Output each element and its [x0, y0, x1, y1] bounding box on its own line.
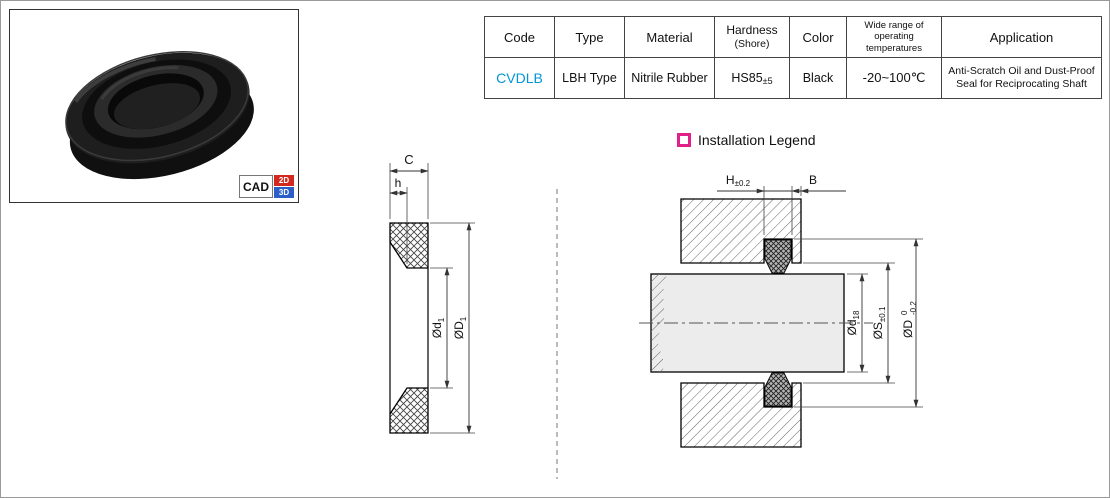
- seal-outer-dia-main: ØD: [452, 321, 466, 339]
- groove-width-main: H: [726, 173, 735, 187]
- bore-dia-main: ØD: [901, 320, 915, 338]
- col-header-color-label: Color: [802, 29, 834, 45]
- col-header-type: Type: [554, 16, 625, 58]
- spec-table: Code Type Material Hardness (Shore) Colo…: [484, 16, 1102, 99]
- dim-label-seal-inner-diameter: Ød1: [430, 317, 446, 338]
- dim-label-sleeve-diameter: ØS±0.1: [871, 306, 887, 339]
- cad-2d-badge[interactable]: 2D: [274, 175, 294, 186]
- cell-temperature: -20~100℃: [846, 57, 942, 99]
- seal-extension-lines: [389, 163, 475, 434]
- cad-label[interactable]: CAD: [239, 175, 273, 198]
- seal-inner-dia-sub: 1: [437, 317, 446, 322]
- seal-section-bottom: [389, 387, 429, 434]
- col-header-material-label: Material: [646, 29, 693, 45]
- seal-outer-dia-sub: 1: [459, 316, 468, 321]
- install-extension-lines: [763, 186, 923, 408]
- cell-hardness: HS85±5: [714, 57, 790, 99]
- temp-header-line1: Wide range of: [864, 19, 924, 31]
- seal-dimension-lines: [389, 168, 472, 434]
- dim-label-face-offset: B: [809, 173, 817, 187]
- color-value: Black: [802, 71, 834, 85]
- dim-label-groove-width: H±0.2: [726, 173, 751, 188]
- col-header-material: Material: [624, 16, 715, 58]
- col-header-application-label: Application: [989, 29, 1054, 45]
- cad-badge-column: 2D 3D: [274, 175, 294, 198]
- seal-photo: [65, 51, 254, 180]
- type-value: LBH Type: [562, 71, 617, 85]
- groove-width-tolerance: ±0.2: [735, 179, 751, 188]
- installation-legend: Installation Legend: [677, 132, 816, 148]
- col-header-color: Color: [789, 16, 847, 58]
- cad-3d-badge[interactable]: 3D: [274, 187, 294, 198]
- housing-bottom: [680, 382, 802, 448]
- legend-title: Installation Legend: [698, 132, 816, 148]
- bore-dia-tol-upper: 0: [900, 310, 909, 315]
- col-header-code: Code: [484, 16, 555, 58]
- shaft-dia-sub: 18: [852, 310, 861, 319]
- hardness-value: HS85: [731, 70, 763, 85]
- spec-table-header-row: Code Type Material Hardness (Shore) Colo…: [484, 16, 1102, 58]
- col-header-code-label: Code: [503, 29, 536, 45]
- cad-links[interactable]: CAD 2D 3D: [239, 175, 294, 198]
- seal-inner-dia-main: Ød: [430, 322, 444, 338]
- col-header-temperature: Wide range of operating temperatures: [846, 16, 942, 58]
- cell-material: Nitrile Rubber: [624, 57, 715, 99]
- dim-label-seal-outer-diameter: ØD1: [452, 316, 468, 339]
- col-header-application: Application: [941, 16, 1102, 58]
- col-header-type-label: Type: [575, 29, 604, 45]
- shaft: [650, 273, 845, 373]
- sleeve-dia-tolerance: ±0.1: [878, 306, 887, 322]
- bore-dia-tol-lower: -0.2: [909, 301, 918, 315]
- hardness-header-line1: Hardness: [726, 23, 778, 38]
- installation-drawing: H±0.2 B Ød18 ØS±0.1 ØD 0 -0.2: [639, 173, 923, 448]
- temperature-value: -20~100℃: [862, 70, 926, 85]
- dim-label-seal-lip-height: h: [395, 176, 402, 190]
- hardness-header-line2: (Shore): [734, 37, 770, 50]
- col-header-hardness: Hardness (Shore): [714, 16, 790, 58]
- dim-label-shaft-diameter: Ød18: [845, 310, 861, 335]
- application-line1: Anti-Scratch Oil and Dust-Proof: [948, 64, 1095, 77]
- spec-table-data-row: CVDLB LBH Type Nitrile Rubber HS85±5 Bla…: [484, 57, 1102, 99]
- material-value: Nitrile Rubber: [631, 71, 708, 85]
- installed-seal-sections: [764, 239, 792, 407]
- seal-cross-section-drawing: C h Ød1 ØD1: [389, 152, 475, 434]
- hardness-tolerance: ±5: [762, 75, 773, 86]
- cell-type: LBH Type: [554, 57, 625, 99]
- cell-code: CVDLB: [484, 57, 555, 99]
- shaft-break-shading: [651, 274, 667, 372]
- cell-color: Black: [789, 57, 847, 99]
- application-line2: Seal for Reciprocating Shaft: [956, 78, 1087, 90]
- code-value: CVDLB: [496, 70, 543, 86]
- legend-marker-icon: [677, 133, 691, 147]
- sleeve-dia-main: ØS: [871, 322, 885, 339]
- cell-application: Anti-Scratch Oil and Dust-Proof Seal for…: [941, 57, 1102, 99]
- temp-header-line2: operating temperatures: [866, 31, 922, 54]
- dim-label-seal-width: C: [404, 152, 413, 167]
- housing-top: [680, 198, 802, 264]
- dim-label-bore-diameter: ØD 0 -0.2: [900, 301, 918, 338]
- shaft-dia-main: Ød: [845, 319, 859, 335]
- product-photo-box: CAD 2D 3D: [9, 9, 299, 203]
- install-side-dimension-lines: [859, 238, 919, 408]
- seal-section-top: [389, 222, 429, 269]
